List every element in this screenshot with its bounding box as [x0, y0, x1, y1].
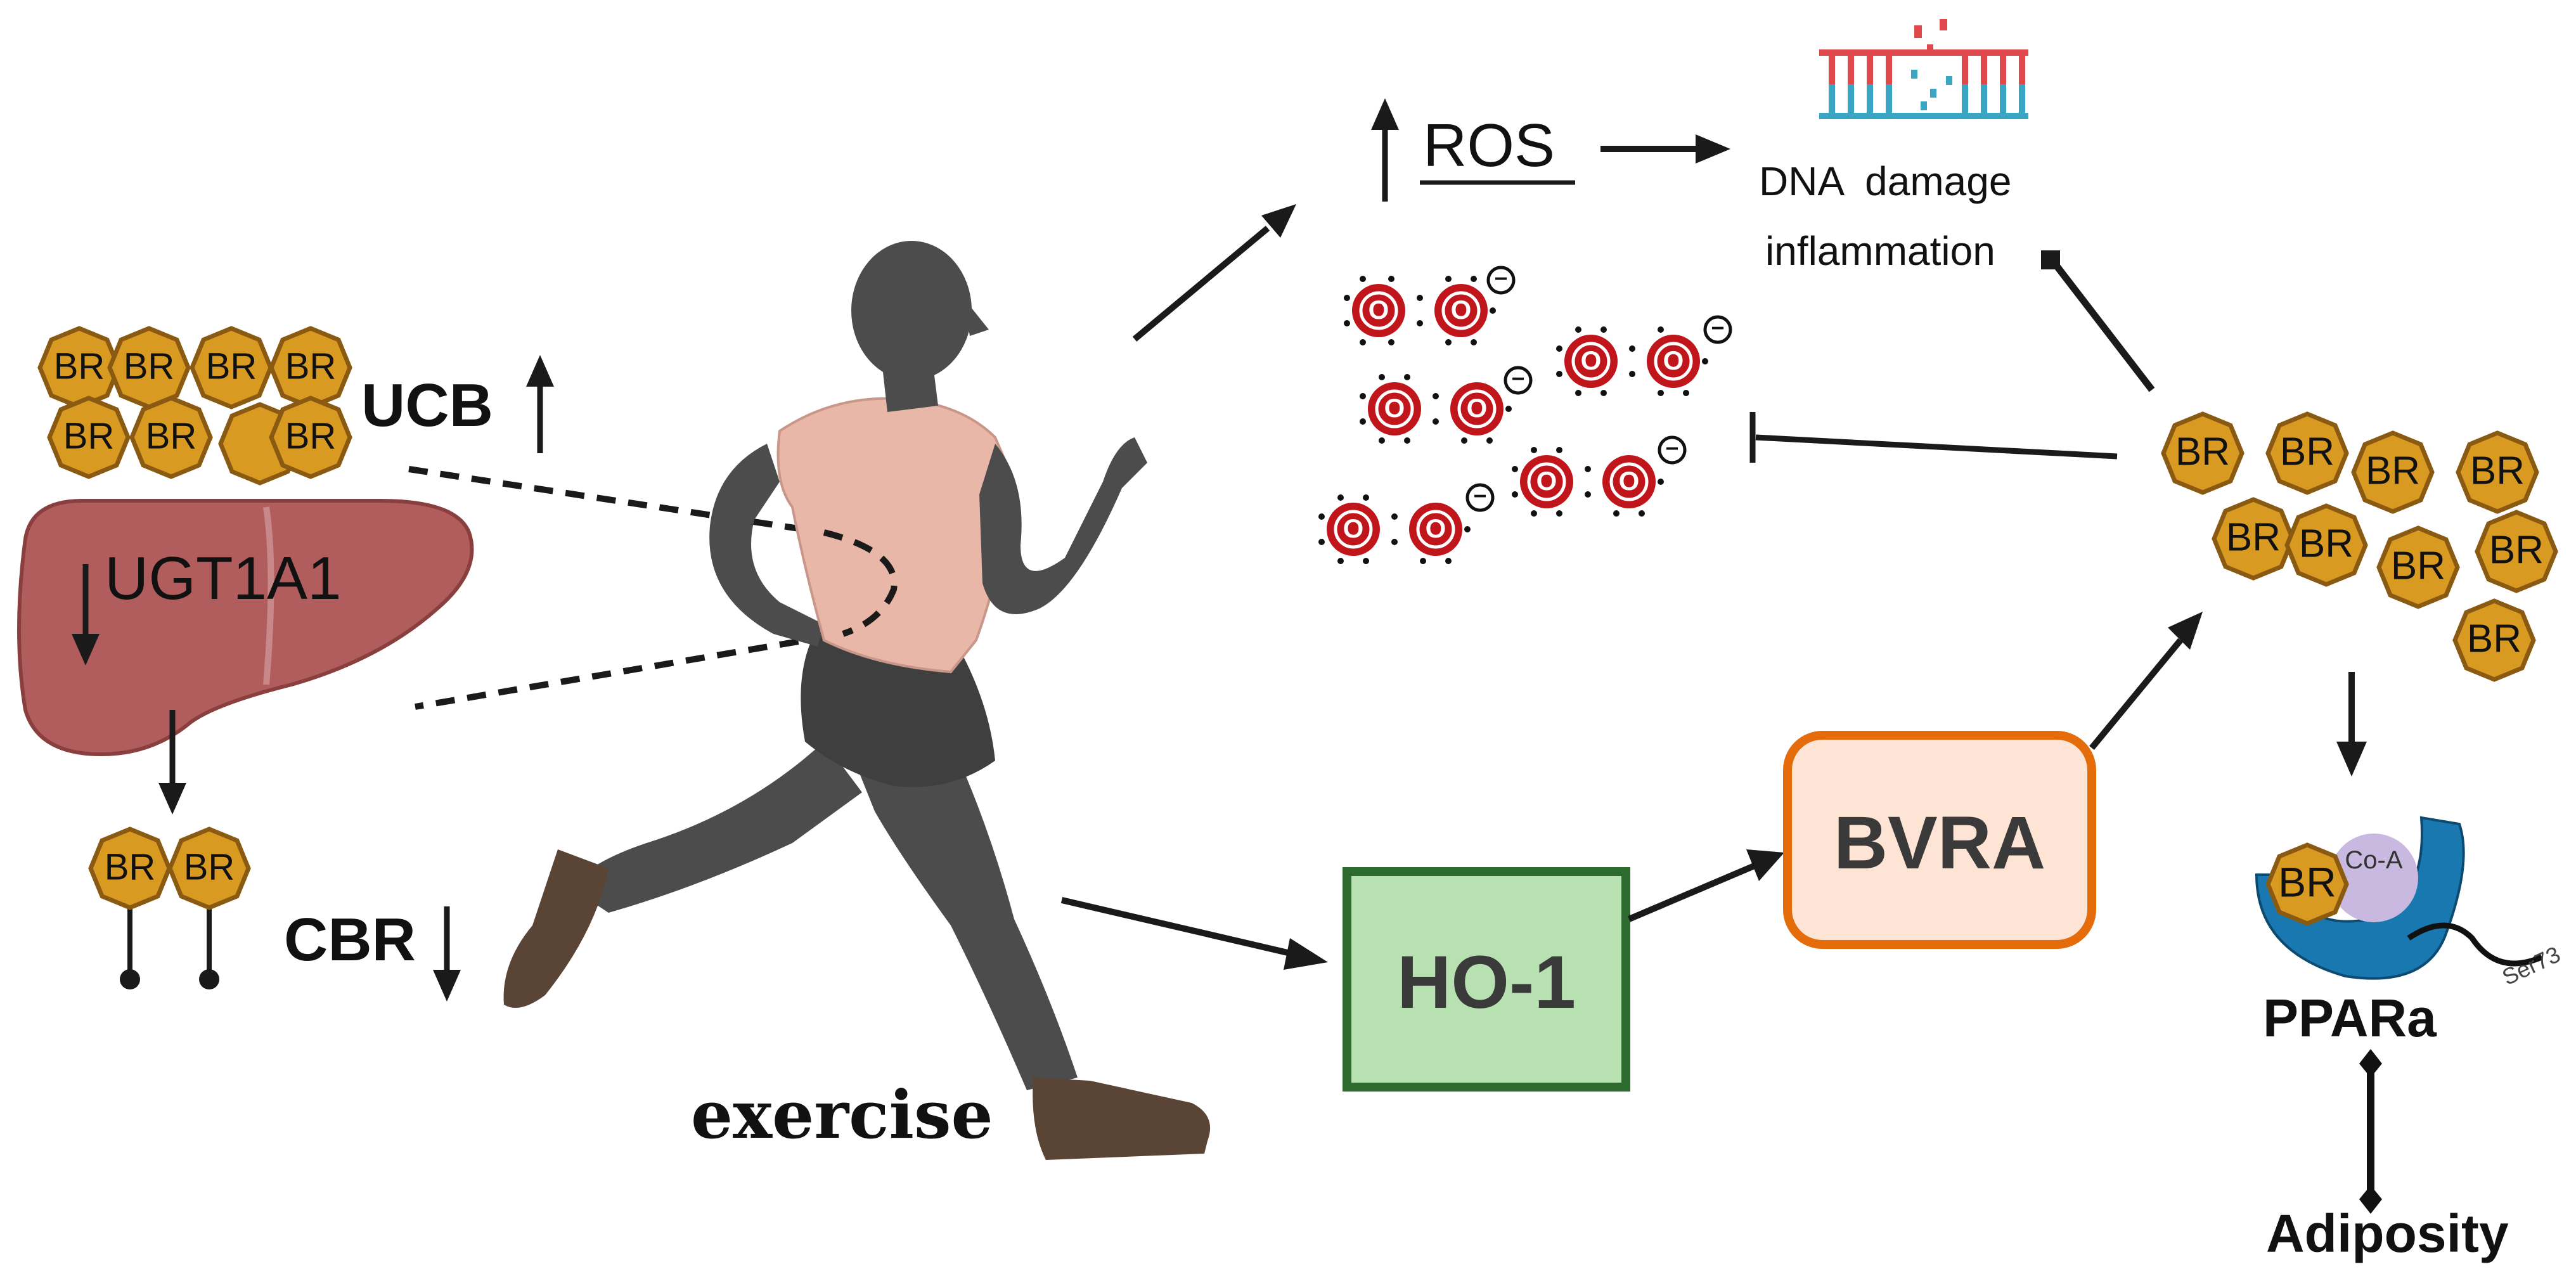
ser73-label: Ser73	[2498, 941, 2564, 990]
adiposity-label: Adiposity	[2266, 1204, 2509, 1263]
dna-icon	[1819, 19, 2028, 119]
br-label: BR	[2391, 544, 2445, 588]
ho1-box: HO-1	[1343, 867, 1630, 1092]
ucb-cluster: BR BR BR BR BR BR BR	[40, 328, 350, 483]
br-inhibits-ros	[1749, 412, 2118, 463]
runner-figure	[503, 241, 1211, 1160]
br-label: BR	[285, 415, 337, 456]
br-inhibits-inflammation	[2041, 250, 2155, 392]
br-label: BR	[63, 415, 115, 456]
inflammation-label: inflammation	[1765, 228, 1995, 274]
exercise-label: exercise	[691, 1076, 993, 1154]
svg-text:−: −	[1665, 435, 1678, 461]
svg-text:−: −	[1494, 266, 1507, 292]
br-label: BR	[2299, 522, 2354, 565]
br-label: BR	[54, 345, 105, 387]
ho1-label: HO-1	[1397, 941, 1576, 1024]
svg-text:O: O	[1426, 513, 1446, 543]
ucb-up-arrow	[526, 355, 554, 453]
liver-icon	[17, 499, 474, 757]
ppara-adiposity-link	[2359, 1049, 2382, 1214]
ros-to-dna-arrow	[1600, 134, 1730, 164]
ros-label: ROS	[1423, 112, 1555, 179]
o2-pair	[1564, 335, 1700, 388]
svg-text:O: O	[1581, 345, 1602, 375]
runner-to-ho1-arrow	[1060, 897, 1328, 970]
ppara-receptor: Co-A BR Ser73	[2255, 816, 2564, 990]
br-label: BR	[2470, 449, 2525, 493]
dna-damage-label: DNA damage	[1759, 158, 2011, 204]
br-cluster-right: BR BR BR BR BR BR BR BR BR	[2163, 414, 2556, 679]
coa-label: Co-A	[2345, 846, 2402, 874]
o2-pair	[1352, 284, 1488, 337]
br-to-ppara-arrow	[2336, 672, 2367, 776]
electron-dots	[1318, 276, 1708, 564]
svg-text:O: O	[1619, 466, 1640, 496]
br-label: BR	[124, 345, 175, 387]
svg-text:−: −	[1511, 366, 1524, 392]
cbr-label: CBR	[284, 906, 416, 974]
ugt1a1-label: UGT1A1	[105, 544, 341, 612]
bvra-box: BVRA	[1783, 731, 2096, 949]
svg-text:−: −	[1473, 483, 1486, 509]
br-label: BR	[2280, 430, 2334, 473]
cbr-molecule: BR BR	[91, 829, 248, 989]
br-label: BR	[2278, 858, 2336, 905]
svg-text:O: O	[1343, 513, 1364, 543]
ucb-label: UCB	[361, 371, 493, 439]
br-label: BR	[2489, 528, 2544, 572]
o2-pair	[1368, 382, 1504, 435]
o2-pair	[1327, 503, 1462, 556]
br-label: BR	[2226, 515, 2281, 559]
svg-text:O: O	[1536, 466, 1557, 496]
waist-dashes	[823, 529, 898, 637]
br-label: BR	[146, 415, 197, 456]
cbr-down-arrow	[433, 906, 461, 1001]
svg-text:O: O	[1451, 295, 1472, 325]
br-label: BR	[285, 345, 337, 387]
br-label: BR	[2467, 617, 2521, 660]
br-label: BR	[206, 345, 257, 387]
svg-text:−: −	[1711, 315, 1724, 341]
ho1-to-bvra-arrow	[1628, 849, 1784, 922]
svg-text:O: O	[1467, 393, 1488, 423]
svg-text:O: O	[1368, 295, 1389, 325]
br-label: BR	[2366, 449, 2420, 493]
ugt1a1-down-arrow	[72, 564, 100, 666]
o2-pair	[1520, 455, 1656, 508]
runner-to-ros-arrow	[1132, 204, 1296, 342]
br-label: BR	[184, 846, 235, 887]
bvra-label: BVRA	[1834, 801, 2045, 885]
ros-up-arrow	[1371, 98, 1399, 202]
oxygen-radicals: O O O O O O O O O O − − − − −	[1318, 266, 1732, 564]
ppara-label: PPARa	[2263, 988, 2437, 1048]
br-label: BR	[2175, 430, 2230, 473]
svg-text:O: O	[1384, 393, 1405, 423]
negative-charges: − − − − −	[1465, 266, 1732, 512]
bvra-to-br-arrow	[2089, 612, 2203, 750]
liver-to-cbr-arrow	[158, 710, 186, 815]
svg-text:O: O	[1663, 345, 1684, 375]
br-label: BR	[105, 846, 156, 887]
